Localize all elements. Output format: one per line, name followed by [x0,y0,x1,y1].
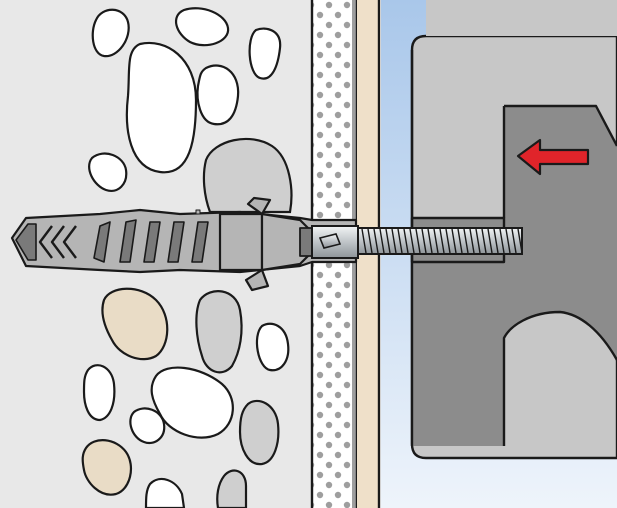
screw-thread [433,228,439,254]
screw-thread [385,228,391,254]
pebble [82,364,116,422]
screw-thread [493,228,499,254]
screw-thread [457,228,463,254]
pebble [255,322,290,372]
screw-thread [517,228,523,254]
wall-plug-icon [10,196,358,292]
screw-thread [445,228,451,254]
screw-thread [415,228,421,254]
pebble [129,407,166,445]
pebble [81,439,133,496]
screw-thread [421,228,427,254]
screw-thread [481,228,487,254]
screw-thread [373,228,379,254]
screw-thread [379,228,385,254]
screw-thread [469,228,475,254]
pebble [195,290,243,374]
screw-thread [367,228,373,254]
plug-ribs [93,219,209,263]
pebbles [81,7,293,508]
screw-thread [505,228,511,254]
screw-thread [463,228,469,254]
screw-thread [439,228,445,254]
screw-thread [475,228,481,254]
screw-thread [391,228,397,254]
pebble [101,287,169,361]
screw-icon [311,225,523,259]
pebble [202,137,293,214]
screw-thread [487,228,493,254]
pebble [238,399,280,466]
screw-thread [403,228,409,254]
pebble [174,7,230,47]
pebble [125,41,198,174]
pebble [91,8,130,58]
pebble [196,64,240,126]
pebble [248,27,282,80]
screw-thread [451,228,457,254]
pebble [144,477,186,508]
direction-arrow-icon [516,138,590,176]
pebble [150,366,234,439]
screw-thread [427,228,433,254]
screw-thread [499,228,505,254]
screw-thread [397,228,403,254]
screw-thread [361,228,367,254]
screw-thread [511,228,517,254]
pebble [216,469,248,508]
pebble [88,152,128,192]
screw-thread [409,228,415,254]
